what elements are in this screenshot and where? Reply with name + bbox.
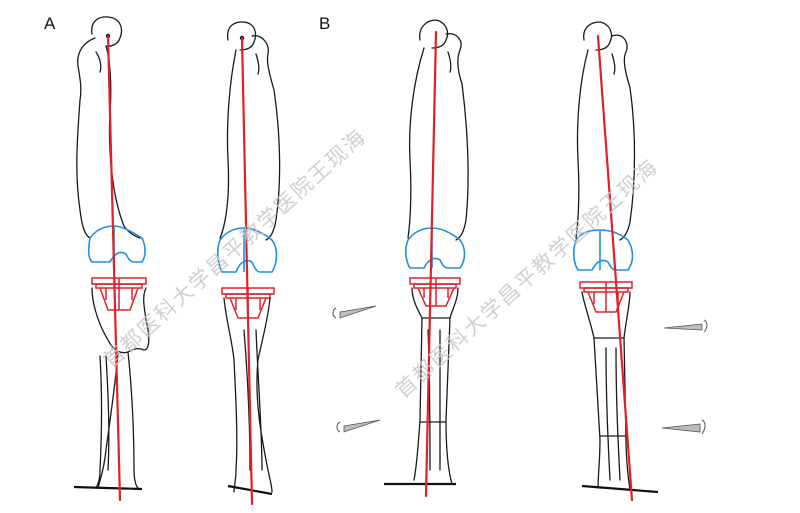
tibia-outline bbox=[91, 287, 150, 489]
correction-wedge-upper bbox=[663, 319, 708, 333]
femur-outline bbox=[76, 16, 141, 239]
femur-outline bbox=[407, 19, 469, 241]
tibia-outline bbox=[581, 291, 631, 491]
mechanical-axis-line bbox=[240, 36, 254, 506]
ankle-joint-line bbox=[227, 484, 273, 496]
panel-label-b: B bbox=[319, 14, 331, 33]
tibia-outline bbox=[223, 297, 273, 493]
femoral-component bbox=[87, 225, 146, 263]
panel-label-a: A bbox=[44, 14, 56, 33]
leg-a2 bbox=[217, 21, 281, 506]
ankle-joint-line bbox=[73, 485, 143, 491]
tibia-outline bbox=[411, 287, 459, 485]
femur-outline bbox=[219, 21, 281, 241]
correction-wedge-lower bbox=[661, 419, 706, 435]
mechanical-axis-line bbox=[106, 34, 122, 502]
leg-a1 bbox=[73, 16, 150, 502]
femoral-component bbox=[405, 227, 466, 269]
correction-wedge-lower bbox=[336, 419, 381, 433]
leg-b2 bbox=[573, 21, 708, 502]
femur-outline bbox=[575, 21, 636, 241]
correction-wedge-upper bbox=[332, 305, 377, 319]
tibial-component bbox=[579, 281, 633, 313]
tibial-component bbox=[91, 277, 147, 311]
ankle-joint-line bbox=[581, 484, 659, 494]
femoral-component bbox=[217, 227, 278, 273]
tibial-component bbox=[409, 277, 461, 307]
mechanical-axis-line bbox=[424, 30, 438, 498]
mechanical-axis-line bbox=[596, 34, 634, 502]
leg-b1 bbox=[332, 19, 469, 498]
